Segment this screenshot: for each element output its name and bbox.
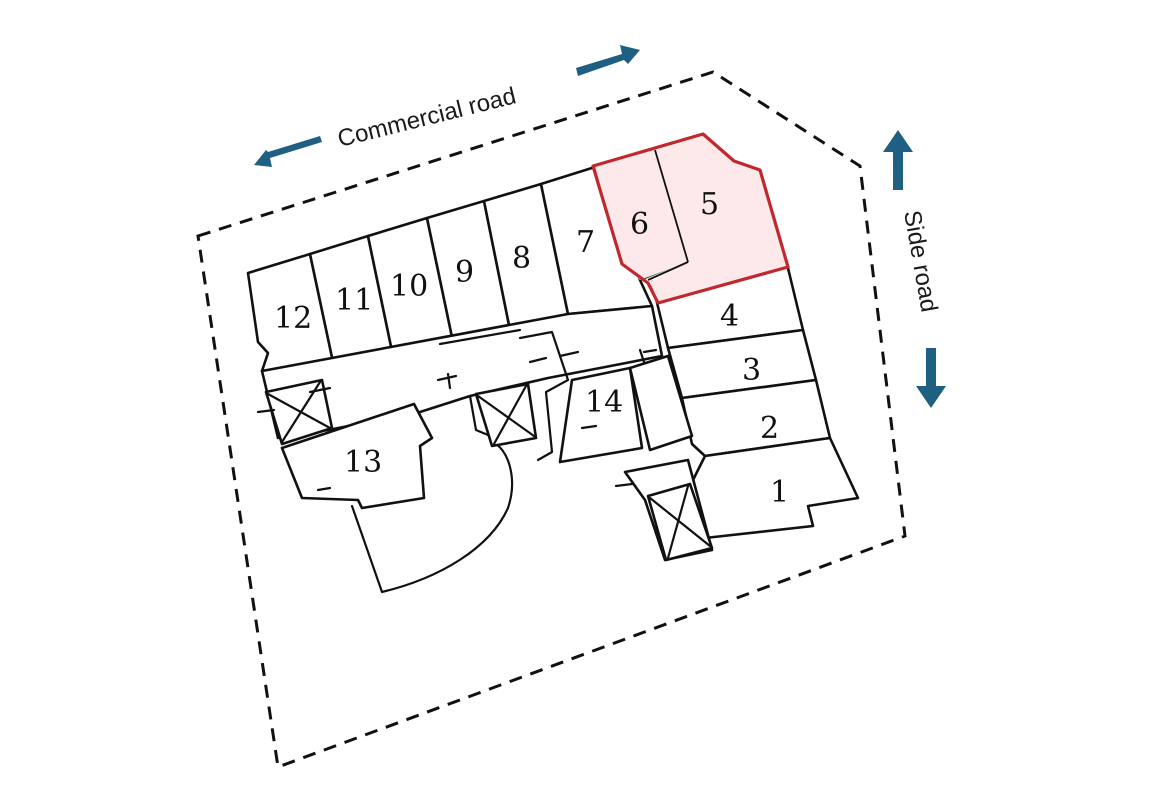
service-core-east — [628, 354, 694, 452]
unit-label-7: 7 — [576, 225, 595, 260]
commercial-road-arrow-right-icon — [576, 45, 640, 76]
corridor-link — [518, 330, 570, 462]
unit-14 — [558, 366, 644, 464]
stair-core-south-icon — [646, 482, 714, 562]
unit-label-4: 4 — [720, 299, 739, 334]
unit-label-6: 6 — [630, 207, 649, 242]
unit-5 — [650, 135, 787, 302]
unit-5-6-divider — [654, 149, 689, 263]
unit-label-3: 3 — [742, 353, 761, 388]
commercial-road-label: Commercial road — [335, 82, 519, 152]
unit-label-1: 1 — [770, 475, 789, 510]
unit-number-labels: 12 11 10 9 8 7 6 5 4 3 2 1 14 13 — [274, 187, 789, 510]
side-road-label: Side road — [898, 208, 942, 314]
site-boundary — [196, 70, 907, 770]
unit-label-13: 13 — [344, 445, 382, 480]
side-road-arrow-up-icon — [883, 130, 913, 190]
unit-7 — [539, 165, 654, 316]
unit-label-8: 8 — [512, 241, 531, 276]
unit-label-2: 2 — [760, 411, 779, 446]
unit-label-9: 9 — [455, 255, 474, 290]
side-road-arrow-down-icon — [916, 348, 946, 408]
highlighted-units-5-6 — [591, 132, 790, 305]
unit-5-6-divider-lower — [647, 261, 689, 281]
unit-label-11: 11 — [335, 283, 373, 318]
stair-core-central-icon — [474, 382, 538, 448]
commercial-road-arrow-left-icon — [254, 136, 322, 167]
unit-label-10: 10 — [390, 269, 428, 304]
door-markers — [256, 348, 658, 492]
highlight-outline — [591, 132, 790, 305]
unit-13 — [280, 402, 434, 510]
courtyard-outline — [350, 440, 513, 594]
unit-label-14: 14 — [585, 385, 623, 420]
unit-label-12: 12 — [274, 301, 312, 336]
unit-label-5: 5 — [700, 187, 719, 222]
